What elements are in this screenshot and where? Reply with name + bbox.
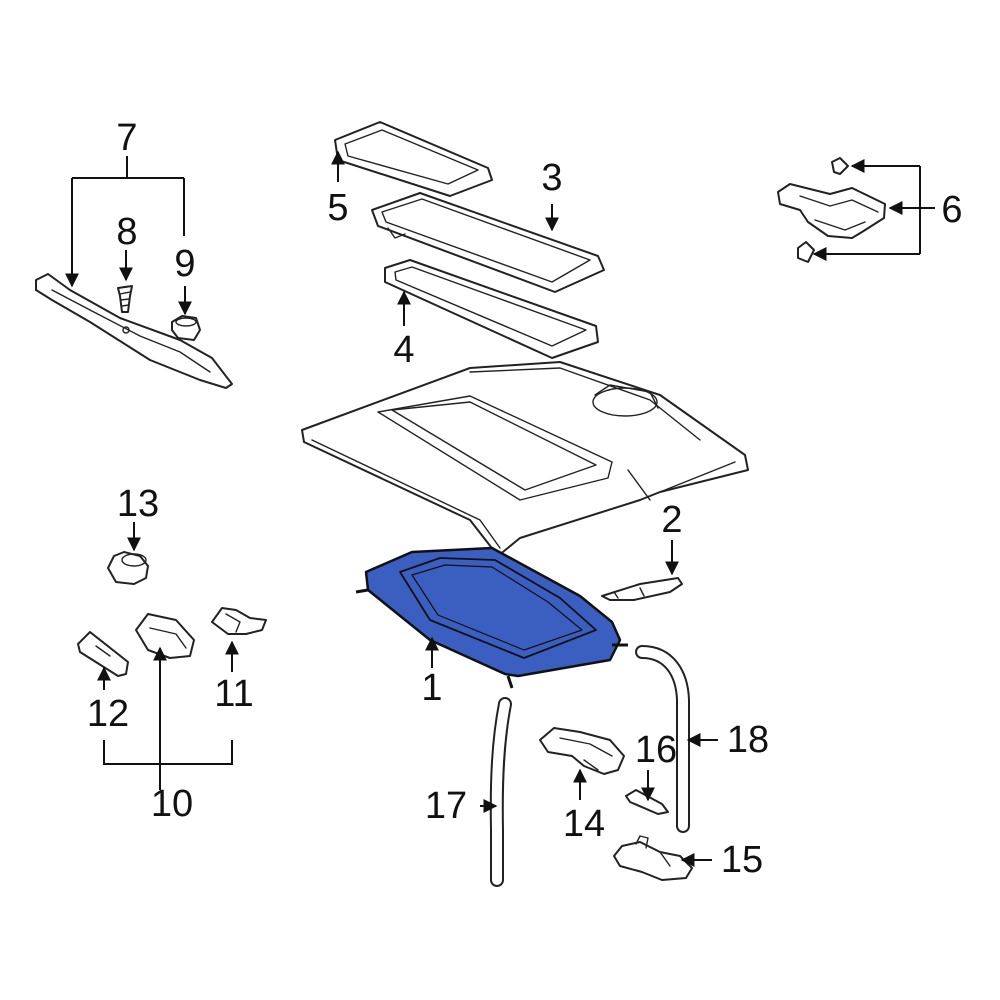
callout-17: 17 bbox=[425, 785, 467, 827]
part-13-knob[interactable] bbox=[107, 551, 149, 585]
part-14-motor[interactable] bbox=[539, 727, 625, 775]
part-12-plate[interactable] bbox=[77, 631, 129, 677]
callout-4: 4 bbox=[393, 329, 414, 371]
part-18-drain-hose[interactable] bbox=[635, 645, 690, 833]
callout-15: 15 bbox=[721, 839, 763, 881]
callout-5: 5 bbox=[327, 187, 348, 229]
callout-6: 6 bbox=[941, 189, 962, 231]
leader-6-bracket bbox=[892, 166, 935, 254]
leader-lines bbox=[65, 150, 935, 867]
part-1-sunroof-housing[interactable] bbox=[355, 546, 628, 689]
part-16-link[interactable] bbox=[625, 789, 669, 815]
part-2-bracket[interactable] bbox=[601, 577, 683, 601]
leader-7-bracket bbox=[72, 156, 184, 179]
callout-labels: 1 2 3 4 5 6 7 8 9 10 11 12 13 14 15 16 1… bbox=[87, 117, 963, 881]
part-17-drain-hose[interactable] bbox=[489, 697, 512, 887]
callout-1: 1 bbox=[421, 667, 442, 709]
part-6-sunshade-handle[interactable] bbox=[777, 157, 886, 263]
callout-2: 2 bbox=[661, 499, 682, 541]
part-10-switch-housing[interactable] bbox=[135, 613, 195, 659]
callout-7: 7 bbox=[116, 117, 137, 159]
callout-13: 13 bbox=[117, 483, 159, 525]
part-3-glass-panel[interactable] bbox=[371, 192, 605, 293]
part-8-screw[interactable] bbox=[117, 285, 133, 313]
leader-10-bracket bbox=[103, 740, 233, 790]
callout-16: 16 bbox=[635, 729, 677, 771]
callout-14: 14 bbox=[563, 803, 605, 845]
part-15-gear-assembly[interactable] bbox=[613, 835, 693, 881]
part-9-clip[interactable] bbox=[171, 315, 201, 341]
part-5-seal-frame[interactable] bbox=[334, 121, 493, 197]
part-11-small-bracket[interactable] bbox=[211, 607, 267, 635]
callout-3: 3 bbox=[541, 157, 562, 199]
callout-12: 12 bbox=[87, 693, 129, 735]
roof-panel bbox=[301, 361, 749, 557]
part-1-fill bbox=[364, 546, 622, 678]
part-7-trim-rail[interactable] bbox=[35, 273, 233, 389]
callout-8: 8 bbox=[116, 211, 137, 253]
callout-10: 10 bbox=[151, 783, 193, 825]
callout-18: 18 bbox=[727, 719, 769, 761]
callout-9: 9 bbox=[174, 243, 195, 285]
part-4-weatherstrip[interactable] bbox=[384, 259, 599, 359]
callout-11: 11 bbox=[214, 673, 253, 715]
